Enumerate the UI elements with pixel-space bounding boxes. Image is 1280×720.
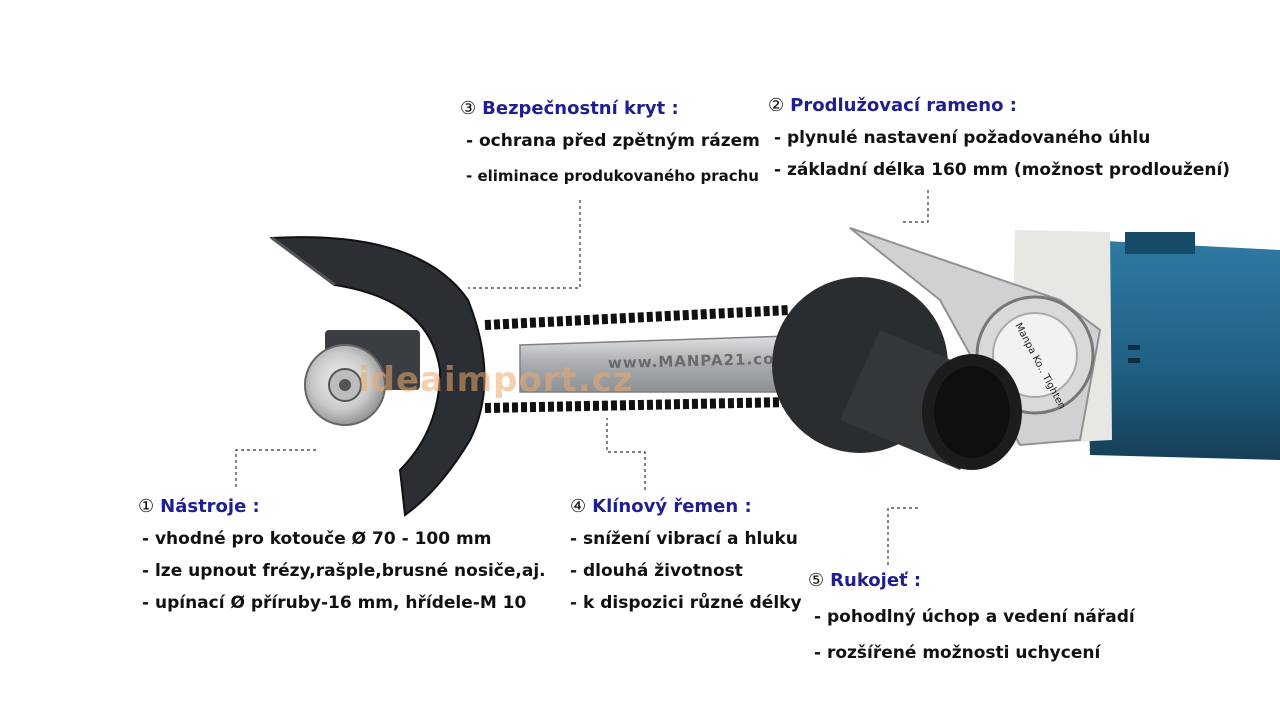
callout-kryt-number: ③ [460, 98, 477, 119]
callout-nastroje-item-2: - lze upnout frézy,rašple,brusné nosiče,… [142, 561, 546, 581]
callout-remen-item-3: - k dispozici různé délky [570, 593, 802, 613]
leader-lines [235, 190, 929, 565]
callout-rukojet-item-1: - pohodlný úchop a vedení nářadí [814, 607, 1135, 627]
callout-nastroje-item-3: - upínací Ø příruby-16 mm, hřídele-M 10 [142, 593, 527, 613]
callout-nastroje-title-text: Nástroje : [160, 496, 260, 517]
callout-rukojet-title-text: Rukojeť : [830, 570, 922, 591]
callout-rameno-title-text: Prodlužovací rameno : [790, 95, 1017, 116]
callout-kryt-title-text: Bezpečnostní kryt : [482, 98, 679, 119]
callout-remen-item-2: - dlouhá životnost [570, 561, 743, 581]
safety-guard [269, 236, 486, 517]
v-belt [484, 305, 791, 413]
callout-kryt-item-2: - eliminace produkovaného prachu [466, 167, 759, 185]
callout-remen-number: ④ [570, 496, 587, 517]
callout-kryt-item-1: - ochrana před zpětným rázem [466, 131, 760, 151]
callout-rukojet-item-2: - rozšířené možnosti uchycení [814, 643, 1101, 663]
callout-remen-title-text: Klínový řemen : [592, 496, 752, 517]
side-handle [772, 277, 1022, 470]
callout-rameno-number: ② [768, 95, 785, 116]
callout-nastroje-number: ① [138, 496, 155, 517]
callout-nastroje-item-1: - vhodné pro kotouče Ø 70 - 100 mm [142, 529, 492, 549]
callout-remen-item-1: - snížení vibrací a hluku [570, 529, 798, 549]
watermark: ideaimport.cz [358, 360, 634, 400]
callout-rukojet-number: ⑤ [808, 570, 825, 591]
callout-rameno-item-1: - plynulé nastavení požadovaného úhlu [774, 128, 1151, 148]
callout-rameno-item-2: - základní délka 160 mm (možnost prodlou… [774, 160, 1231, 180]
